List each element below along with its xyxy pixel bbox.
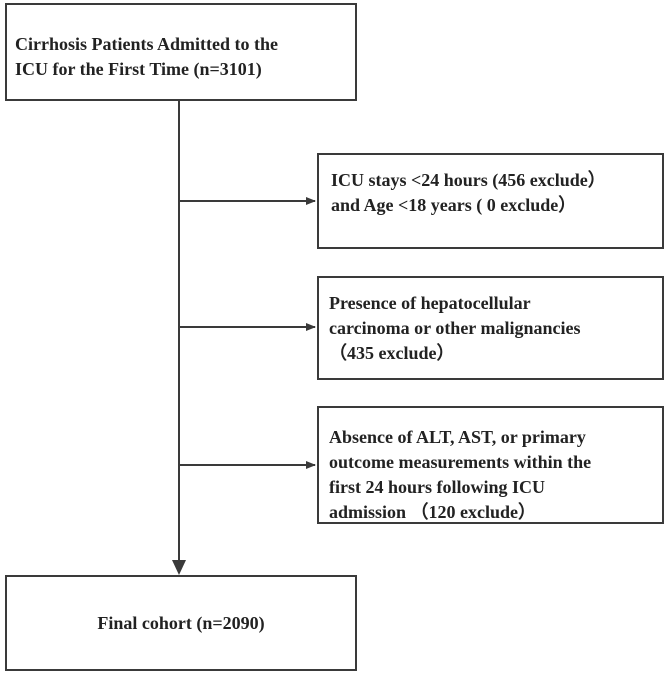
main-flow-arrowhead <box>172 560 186 575</box>
exclusion-2-line: carcinoma or other malignancies <box>329 318 581 338</box>
exclusion-2-line: Presence of hepatocellular <box>329 293 531 313</box>
exclusion-3-line: outcome measurements within the <box>329 452 592 472</box>
exclusion-box-3: Absence of ALT, AST, or primary outcome … <box>317 406 664 524</box>
exclusion-3-line: admission （120 exclude） <box>329 502 537 522</box>
final-cohort-box: Final cohort (n=2090) <box>5 575 357 671</box>
start-box: Cirrhosis Patients Admitted to the ICU f… <box>5 3 357 101</box>
exclusion-1-line: ICU stays <24 hours (456 exclude） <box>331 170 606 190</box>
start-line: Cirrhosis Patients Admitted to the <box>15 34 278 54</box>
exclusion-box-1: ICU stays <24 hours (456 exclude） and Ag… <box>317 153 664 249</box>
final-cohort-label: Final cohort (n=2090) <box>97 612 265 633</box>
exclusion-3-line: Absence of ALT, AST, or primary <box>329 427 586 447</box>
exclusion-box-2: Presence of hepatocellular carcinoma or … <box>317 276 664 380</box>
exclusion-1-line: and Age <18 years ( 0 exclude） <box>331 195 577 215</box>
exclusion-3-line: first 24 hours following ICU <box>329 477 546 497</box>
start-line: ICU for the First Time (n=3101) <box>15 59 262 79</box>
exclusion-2-line: （435 exclude） <box>329 343 455 363</box>
